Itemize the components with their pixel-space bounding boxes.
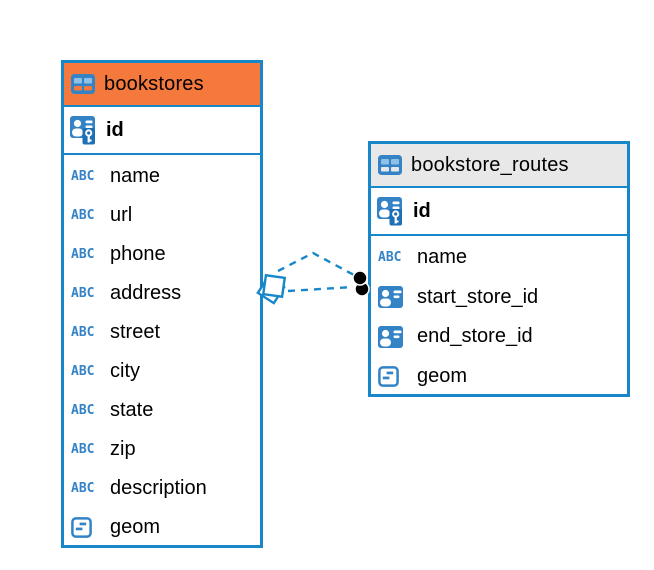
- column-row[interactable]: ABC name: [371, 238, 627, 278]
- column-name: phone: [110, 243, 166, 265]
- column-name: id: [106, 118, 124, 141]
- column-name: geom: [110, 516, 161, 538]
- entity-table-bookstores[interactable]: bookstores id ABC: [61, 60, 263, 548]
- column-name: city: [110, 360, 140, 382]
- table-title: bookstores: [104, 72, 204, 95]
- column-name: start_store_id: [417, 285, 539, 308]
- column-row[interactable]: geom: [371, 357, 627, 397]
- column-row[interactable]: ABC phone: [64, 235, 260, 274]
- column-name: name: [110, 165, 161, 187]
- foreign-key-icon: [378, 286, 408, 309]
- column-name: url: [110, 204, 133, 226]
- column-name: street: [110, 321, 161, 343]
- column-row[interactable]: ABC url: [64, 196, 260, 235]
- primary-key-icon: [70, 115, 97, 145]
- column-row-pk[interactable]: id: [64, 107, 260, 155]
- column-row[interactable]: start_store_id: [371, 278, 627, 318]
- text-type-icon: ABC: [71, 286, 95, 301]
- table-header-bookstore-routes[interactable]: bookstore_routes: [371, 144, 627, 188]
- column-row[interactable]: ABC name: [64, 157, 260, 196]
- relationship-many-end-marker[interactable]: [352, 270, 370, 297]
- text-type-icon: ABC: [71, 208, 95, 223]
- column-name: description: [110, 477, 207, 499]
- table-icon: [378, 155, 402, 175]
- table-title: bookstore_routes: [411, 153, 569, 176]
- column-row[interactable]: ABC zip: [64, 430, 260, 469]
- column-name: geom: [417, 364, 468, 387]
- column-row[interactable]: end_store_id: [371, 317, 627, 357]
- geometry-type-icon: [378, 365, 408, 387]
- text-type-icon: ABC: [71, 442, 95, 457]
- primary-key-icon: [377, 196, 404, 226]
- text-type-icon: ABC: [71, 481, 95, 496]
- column-row[interactable]: ABC description: [64, 469, 260, 508]
- column-list: ABC name ABC url ABC phone ABC address A…: [64, 155, 260, 547]
- column-row[interactable]: ABC address: [64, 274, 260, 313]
- column-name: address: [110, 282, 182, 304]
- column-list: ABC name start_store_id: [371, 236, 627, 396]
- geometry-type-icon: [71, 517, 101, 538]
- table-icon: [71, 74, 95, 94]
- column-name: state: [110, 399, 154, 421]
- column-name: end_store_id: [417, 325, 533, 348]
- column-row-pk[interactable]: id: [371, 188, 627, 236]
- column-row[interactable]: ABC city: [64, 352, 260, 391]
- column-name: zip: [110, 438, 136, 460]
- relationship-link-start-store[interactable]: [277, 251, 355, 277]
- column-name: name: [417, 246, 468, 269]
- text-type-icon: ABC: [71, 403, 95, 418]
- column-name: id: [413, 199, 431, 222]
- foreign-key-icon: [378, 325, 408, 348]
- entity-table-bookstore-routes[interactable]: bookstore_routes id ABC: [368, 141, 630, 397]
- column-row[interactable]: ABC street: [64, 313, 260, 352]
- text-type-icon: ABC: [71, 247, 95, 262]
- relationship-link-end-store[interactable]: [287, 285, 354, 293]
- text-type-icon: ABC: [378, 250, 402, 266]
- text-type-icon: ABC: [71, 169, 95, 184]
- text-type-icon: ABC: [71, 325, 95, 340]
- column-row[interactable]: geom: [64, 508, 260, 547]
- column-row[interactable]: ABC state: [64, 391, 260, 430]
- table-header-bookstores[interactable]: bookstores: [64, 63, 260, 107]
- text-type-icon: ABC: [71, 364, 95, 379]
